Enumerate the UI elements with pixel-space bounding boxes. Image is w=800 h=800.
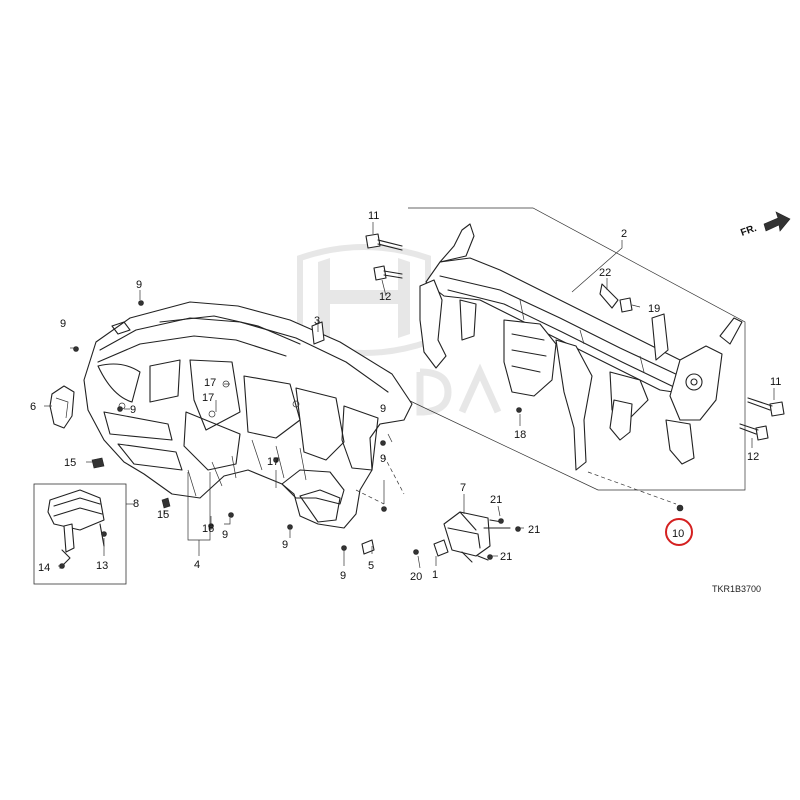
callout-21: 21	[528, 524, 540, 536]
callout-9: 9	[380, 453, 386, 465]
bolt-icons	[365, 233, 785, 441]
callout-12: 12	[747, 451, 759, 463]
highlighted-callout-10[interactable]: 10	[665, 518, 693, 546]
callout-9: 9	[282, 539, 288, 551]
callout-14: 14	[38, 562, 50, 574]
callout-9: 9	[136, 279, 142, 291]
steering-hanger-beam	[419, 223, 743, 471]
callout-4: 4	[194, 559, 200, 571]
callout-22: 22	[599, 267, 611, 279]
callout-15: 15	[157, 509, 169, 521]
callout-9: 9	[340, 570, 346, 582]
leader-lines	[44, 222, 775, 569]
callout-8: 8	[133, 498, 139, 510]
callout-11: 11	[770, 376, 781, 388]
callout-21: 21	[500, 551, 512, 563]
diagram-code: TKR1B3700	[712, 584, 761, 594]
callout-20: 20	[410, 571, 422, 583]
callout-6: 6	[30, 401, 36, 413]
callout-18: 18	[514, 429, 526, 441]
callout-15: 15	[64, 457, 76, 469]
callout-9: 9	[222, 529, 228, 541]
bracket-assembly	[413, 407, 684, 563]
callout-13: 13	[96, 560, 108, 572]
highlight-ring	[665, 518, 693, 546]
callout-12: 12	[379, 291, 391, 303]
callout-3: 3	[314, 315, 320, 327]
callout-9: 9	[60, 318, 66, 330]
callout-5: 5	[368, 560, 374, 572]
callout-11: 11	[368, 210, 379, 222]
side-bracket	[49, 385, 75, 429]
callout-19: 19	[648, 303, 660, 315]
assembly-boundary	[407, 207, 746, 491]
callout-labels: 11 12 2 22 19 11 12 18 3 9 9 6 9 15 17 1…	[30, 210, 781, 583]
dashboard-panel	[83, 301, 413, 529]
front-arrow-icon	[763, 211, 791, 232]
callout-9: 9	[380, 403, 386, 415]
callout-17: 17	[202, 392, 214, 404]
callout-7: 7	[460, 482, 466, 494]
callout-9: 9	[130, 404, 136, 416]
callout-10: 10	[672, 528, 684, 540]
callout-17: 17	[267, 456, 279, 468]
callout-21: 21	[490, 494, 502, 506]
front-direction-indicator: FR.	[739, 211, 791, 239]
callout-1: 1	[432, 569, 438, 581]
callout-17: 17	[204, 377, 216, 389]
callout-16: 16	[202, 523, 214, 535]
direction-label: FR.	[739, 223, 758, 239]
airbag-module-inset	[33, 483, 127, 585]
callout-2: 2	[621, 228, 627, 240]
